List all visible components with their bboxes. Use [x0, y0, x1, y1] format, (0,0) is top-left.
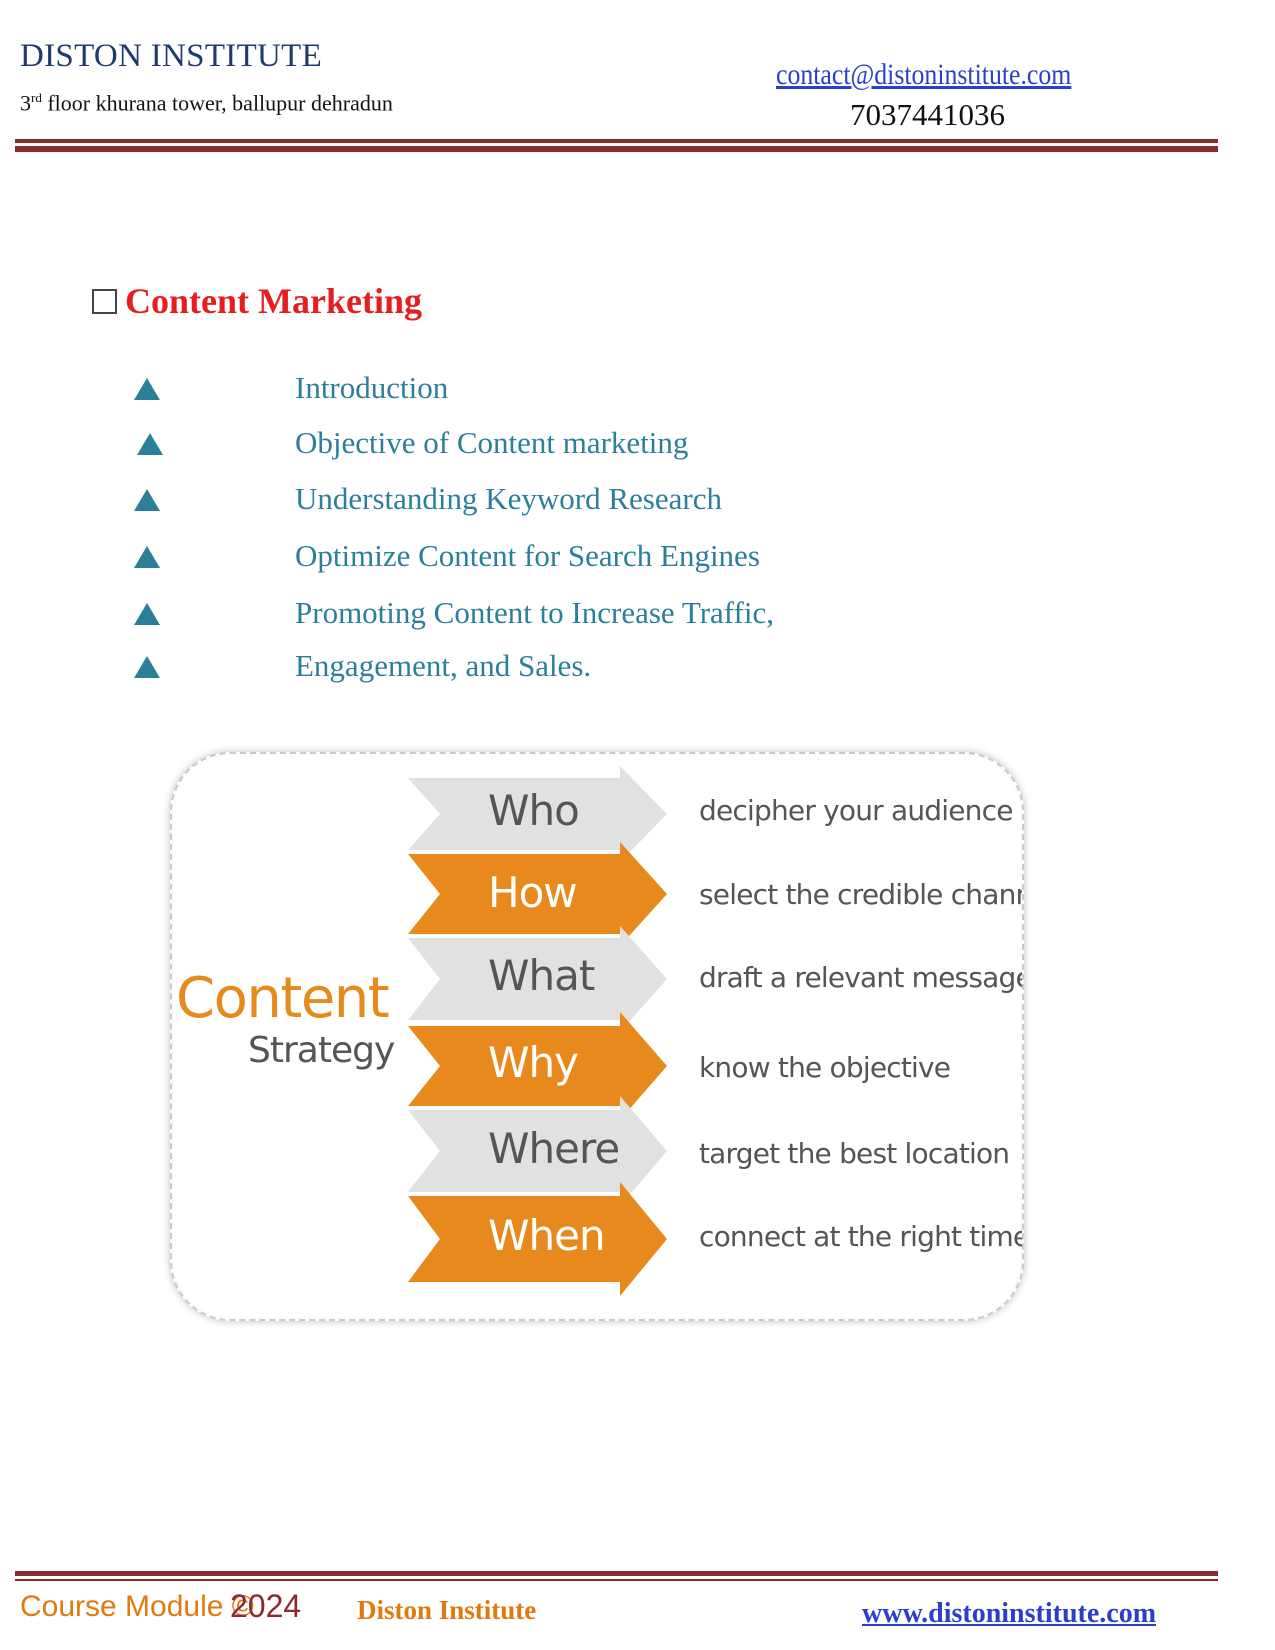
triangle-bullet-icon	[137, 433, 163, 455]
arrow-how	[408, 842, 667, 946]
footer-course-module: Course Module ©	[20, 1590, 254, 1623]
checkbox-icon	[92, 288, 117, 314]
footer-website-link[interactable]: www.distoninstitute.com	[862, 1598, 1157, 1629]
row-label-what: What	[488, 951, 595, 1000]
footer-divider-thin	[15, 1579, 1218, 1581]
list-item-text: Promoting Content to Increase Traffic,	[295, 595, 775, 630]
row-description-when: connect at the right time	[699, 1220, 1024, 1253]
section-title-text: Content Marketing	[125, 281, 422, 321]
arrow-where	[408, 1096, 667, 1206]
institute-address: 3rd floor khurana tower, ballupur dehrad…	[20, 90, 393, 116]
infographic-title: Content	[176, 966, 390, 1031]
triangle-bullet-icon	[134, 656, 160, 678]
row-description-why: know the objective	[699, 1051, 951, 1084]
contact-email-link[interactable]: contact@distoninstitute.com	[776, 58, 1072, 91]
address-prefix: 3	[20, 90, 31, 116]
list-item-text: Objective of Content marketing	[295, 425, 689, 460]
arrow-who	[408, 766, 667, 862]
institute-name: DISTON INSTITUTE	[20, 38, 323, 74]
header-divider-thick	[15, 146, 1218, 152]
row-description-how: select the credible channel	[699, 878, 1024, 911]
triangle-bullet-icon	[134, 489, 160, 511]
contact-phone: 7037441036	[850, 97, 1005, 132]
list-item-text: Understanding Keyword Research	[295, 481, 722, 516]
arrow-why	[408, 1012, 667, 1120]
infographic-subtitle: Strategy	[248, 1030, 395, 1071]
row-description-where: target the best location	[699, 1137, 1010, 1170]
footer-institute: Diston Institute	[357, 1595, 537, 1625]
row-label-when: When	[488, 1211, 606, 1260]
row-label-how: How	[488, 868, 578, 917]
list-item-text: Engagement, and Sales.	[295, 648, 592, 683]
row-description-what: draft a relevant message	[699, 961, 1024, 994]
section-title: Content Marketing	[92, 280, 422, 322]
triangle-bullet-icon	[134, 603, 160, 625]
list-item-text: Introduction	[295, 370, 449, 405]
footer-year: 2024	[230, 1588, 302, 1624]
arrow-when	[408, 1182, 667, 1296]
list-item-text: Optimize Content for Search Engines	[295, 538, 760, 573]
address-ordinal: rd	[31, 90, 42, 105]
content-strategy-infographic: Content Strategy Who How What Why Where …	[170, 752, 1024, 1321]
footer-divider	[15, 1571, 1218, 1576]
row-label-why: Why	[488, 1038, 579, 1087]
triangle-bullet-icon	[134, 546, 160, 568]
row-label-who: Who	[488, 786, 580, 835]
row-label-where: Where	[488, 1124, 620, 1173]
arrow-stack	[408, 766, 667, 1296]
arrow-what	[408, 926, 667, 1032]
header-divider	[15, 139, 1218, 143]
triangle-bullet-icon	[134, 378, 160, 400]
row-description-who: decipher your audience	[699, 794, 1013, 827]
address-rest: floor khurana tower, ballupur dehradun	[41, 90, 393, 116]
